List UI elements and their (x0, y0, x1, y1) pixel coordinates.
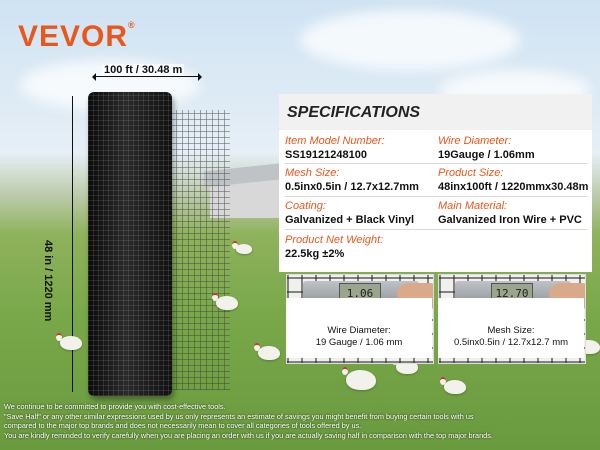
spec-value: 22.5kg ±2% (285, 248, 345, 260)
caption-title: Wire Diameter: (327, 325, 391, 336)
chicken (440, 377, 466, 394)
unrolled-mesh (170, 110, 230, 390)
spec-value: SS19121248100 (285, 149, 367, 161)
spec-value: 19Gauge / 1.06mm (438, 149, 535, 161)
spec-item-main-material: Main Material: Galvanized Iron Wire + PV… (438, 200, 583, 227)
disclaimer-line: We continue to be committed to provide y… (4, 402, 226, 411)
wire-diameter-caption: Wire Diameter: 19 Gauge / 1.06 mm (286, 325, 432, 349)
disclaimer-line: "Save Half" or any other similar express… (4, 411, 474, 421)
fence-roll (88, 92, 172, 396)
height-dimension-label: 48 in / 1220 mm (42, 240, 54, 322)
divider (285, 196, 587, 197)
chicken (232, 241, 252, 254)
chicken (56, 333, 82, 350)
mesh-size-caption: Mesh Size: 0.5inx0.5in / 12.7x12.7 mm (438, 325, 584, 349)
chicken (212, 293, 238, 310)
chicken (342, 367, 376, 390)
caption-value: 0.5inx0.5in / 12.7x12.7 mm (453, 337, 569, 348)
caption-title: Mesh Size: (487, 325, 535, 336)
caption-value: 19 Gauge / 1.06 mm (315, 337, 403, 348)
disclaimer: We continue to be committed to provide y… (4, 402, 598, 440)
spec-label: Item Model Number: (285, 135, 385, 147)
brand-logo: VEVOR® (18, 20, 136, 53)
width-dimension-arrow (92, 73, 202, 81)
spec-value: Galvanized + Black Vinyl (285, 214, 415, 226)
spec-label: Coating: (285, 200, 326, 212)
spec-label: Main Material: (438, 200, 508, 212)
spec-label: Wire Diameter: (438, 135, 512, 147)
disclaimer-line: compared to the major top brands and doe… (4, 421, 362, 430)
spec-item-mesh-size: Mesh Size: 0.5inx0.5in / 12.7x12.7mm (285, 167, 430, 194)
spec-item-product-size: Product Size: 48inx100ft / 1220mmx30.48m (438, 167, 589, 194)
caption-background (286, 298, 432, 358)
spec-item-net-weight: Product Net Weight: 22.5kg ±2% (285, 234, 430, 261)
spec-item-wire-diameter: Wire Diameter: 19Gauge / 1.06mm (438, 135, 583, 162)
spec-label: Product Net Weight: (285, 234, 384, 246)
cloud (300, 10, 520, 70)
spec-item-coating: Coating: Galvanized + Black Vinyl (285, 200, 430, 227)
height-dimension-line (72, 96, 73, 392)
divider (285, 229, 587, 230)
spec-value: Galvanized Iron Wire + PVC (438, 214, 582, 226)
specifications-title: SPECIFICATIONS (287, 104, 421, 121)
divider (285, 163, 587, 164)
caption-background (438, 298, 584, 358)
chicken (254, 343, 280, 360)
spec-value: 0.5inx0.5in / 12.7x12.7mm (285, 181, 419, 193)
spec-value: 48inx100ft / 1220mmx30.48m (438, 181, 589, 193)
disclaimer-line: You are kindly reminded to verify carefu… (4, 430, 493, 440)
width-dimension-label: 100 ft / 30.48 m (102, 64, 185, 76)
spec-item-model-number: Item Model Number: SS19121248100 (285, 135, 430, 162)
specifications-header (279, 94, 592, 130)
spec-label: Mesh Size: (285, 167, 340, 179)
spec-label: Product Size: (438, 167, 504, 179)
